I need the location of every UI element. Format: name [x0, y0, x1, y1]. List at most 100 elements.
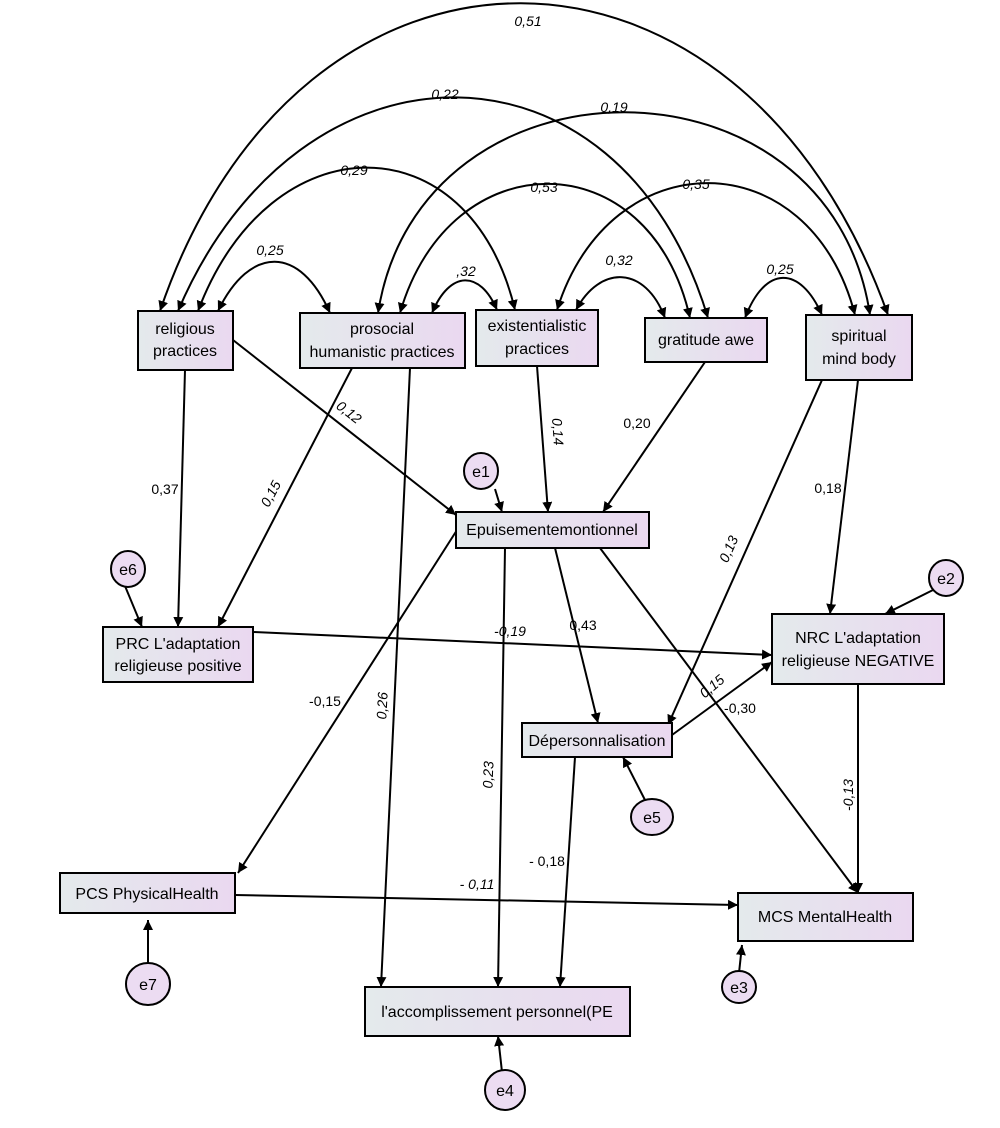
node-existential-line2: practices — [505, 341, 569, 358]
node-religious-line1: religious — [155, 321, 215, 338]
error-e2[interactable]: e2 — [928, 559, 964, 597]
link-e3 — [735, 944, 746, 974]
cov-religious-prosocial — [217, 260, 331, 314]
node-spiritual-line1: spiritual — [831, 328, 886, 345]
node-prosocial[interactable]: prosocial humanistic practices — [299, 312, 466, 369]
path-depers-nrc — [671, 661, 773, 736]
path-epuisement-accomp — [493, 547, 506, 988]
path-religious-prc — [173, 369, 186, 628]
node-accomp[interactable]: l'accomplissement personnel(PE — [364, 986, 631, 1037]
link-e6 — [124, 585, 143, 628]
path-epuisement-mcs — [599, 547, 859, 894]
coef-existential-spiritual: 0,35 — [682, 176, 709, 192]
error-e7-label: e7 — [139, 977, 157, 994]
path-existential-epuisement — [536, 365, 553, 513]
coef-religious-gratitude: 0,22 — [431, 86, 458, 102]
error-e1[interactable]: e1 — [463, 452, 499, 490]
error-e4[interactable]: e4 — [484, 1069, 526, 1111]
cov-existential-spiritual — [555, 182, 858, 316]
error-e1-label: e1 — [472, 464, 490, 481]
node-nrc[interactable]: NRC L'adaptation religieuse NEGATIVE — [771, 613, 945, 685]
coef-spiritual-depers: 0,13 — [716, 533, 742, 565]
link-e1 — [494, 488, 504, 513]
node-existential-line1: existentialistic — [488, 318, 587, 335]
node-depers-line1: Dépersonnalisation — [529, 733, 666, 750]
node-mcs-line1: MCS MentalHealth — [758, 909, 892, 926]
coef-prosocial-existential: ,32 — [456, 263, 476, 279]
coef-epuisement-mcs: -0,30 — [724, 700, 756, 716]
covariance-arcs — [158, 2, 890, 319]
node-gratitude[interactable]: gratitude awe — [644, 317, 768, 363]
cov-prosocial-gratitude — [397, 182, 693, 319]
path-prosocial-prc — [217, 367, 353, 628]
node-gratitude-line1: gratitude awe — [658, 332, 754, 349]
node-spiritual[interactable]: spiritual mind body — [805, 314, 913, 381]
cov-religious-gratitude — [177, 96, 710, 319]
coef-spiritual-nrc: 0,18 — [814, 480, 841, 496]
link-e4 — [494, 1035, 505, 1073]
error-e3-label: e3 — [730, 980, 748, 997]
node-depers[interactable]: Dépersonnalisation — [521, 722, 673, 758]
coef-religious-prosocial: 0,25 — [256, 242, 283, 258]
regression-paths — [173, 339, 863, 988]
node-prosocial-line1: prosocial — [350, 321, 414, 338]
path-gratitude-epuisement — [602, 361, 706, 513]
coef-depers-accomp: - 0,18 — [529, 853, 565, 869]
coef-gratitude-epuisement: 0,20 — [623, 415, 650, 431]
coefficient-labels: 0,51 0,22 0,19 0,29 0,53 0,35 0,25 ,32 0… — [151, 13, 856, 892]
cov-religious-spiritual — [158, 2, 890, 316]
coef-existential-gratitude: 0,32 — [605, 252, 632, 268]
error-e2-label: e2 — [937, 571, 955, 588]
node-prc[interactable]: PRC L'adaptation religieuse positive — [102, 626, 254, 683]
coef-religious-existential: 0,29 — [340, 162, 367, 178]
error-links — [124, 488, 934, 1073]
node-prc-line1: PRC L'adaptation — [116, 636, 241, 653]
path-prosocial-accomp — [376, 367, 411, 988]
coef-religious-prc: 0,37 — [151, 481, 178, 497]
node-pcs[interactable]: PCS PhysicalHealth — [59, 872, 236, 914]
coef-existential-epuisement: 0,14 — [549, 418, 567, 447]
coef-prosocial-gratitude: 0,53 — [530, 179, 557, 195]
error-e6[interactable]: e6 — [110, 550, 146, 588]
cov-gratitude-spiritual — [743, 277, 823, 319]
error-e5-label: e5 — [643, 810, 661, 827]
node-epuisement[interactable]: Epuisementemontionnel — [455, 511, 650, 549]
coef-religious-spiritual: 0,51 — [514, 13, 541, 29]
node-existential[interactable]: existentialistic practices — [475, 309, 599, 367]
coef-epuisement-pcs: -0,15 — [309, 693, 341, 709]
coef-prosocial-spiritual: 0,19 — [600, 99, 627, 115]
cov-prosocial-existential — [431, 279, 498, 314]
path-epuisement-depers — [554, 547, 601, 724]
cov-religious-existential — [196, 166, 518, 312]
error-e5[interactable]: e5 — [630, 798, 674, 836]
path-depers-accomp — [555, 756, 576, 988]
coef-prosocial-prc: 0,15 — [257, 478, 284, 510]
path-prc-nrc — [252, 631, 773, 660]
node-religious-line2: practices — [153, 343, 217, 360]
path-pcs-mcs — [234, 894, 739, 910]
coef-epuisement-depers: 0,43 — [569, 617, 596, 633]
error-e3[interactable]: e3 — [721, 970, 757, 1004]
coef-prosocial-accomp: 0,26 — [373, 692, 390, 720]
coef-epuisement-accomp: 0,23 — [480, 761, 497, 789]
coef-prc-nrc: -0,19 — [494, 623, 526, 639]
cov-existential-gratitude — [575, 276, 667, 319]
node-epuisement-line1: Epuisementemontionnel — [466, 522, 638, 539]
path-religious-epuisement — [232, 339, 457, 516]
coef-nrc-mcs: -0,13 — [840, 779, 856, 811]
node-nrc-line1: NRC L'adaptation — [795, 630, 921, 647]
cov-prosocial-spiritual — [374, 111, 874, 316]
error-e4-label: e4 — [496, 1083, 514, 1100]
node-nrc-line2: religieuse NEGATIVE — [782, 653, 935, 670]
coef-pcs-mcs: - 0,11 — [460, 876, 495, 892]
node-prc-line2: religieuse positive — [114, 658, 241, 675]
node-mcs[interactable]: MCS MentalHealth — [737, 892, 914, 942]
error-e7[interactable]: e7 — [125, 962, 171, 1006]
error-e6-label: e6 — [119, 562, 137, 579]
path-spiritual-depers — [667, 379, 823, 726]
path-spiritual-nrc — [826, 379, 859, 615]
coef-gratitude-spiritual: 0,25 — [766, 261, 793, 277]
link-e5 — [622, 756, 646, 801]
node-religious[interactable]: religious practices — [137, 310, 234, 371]
